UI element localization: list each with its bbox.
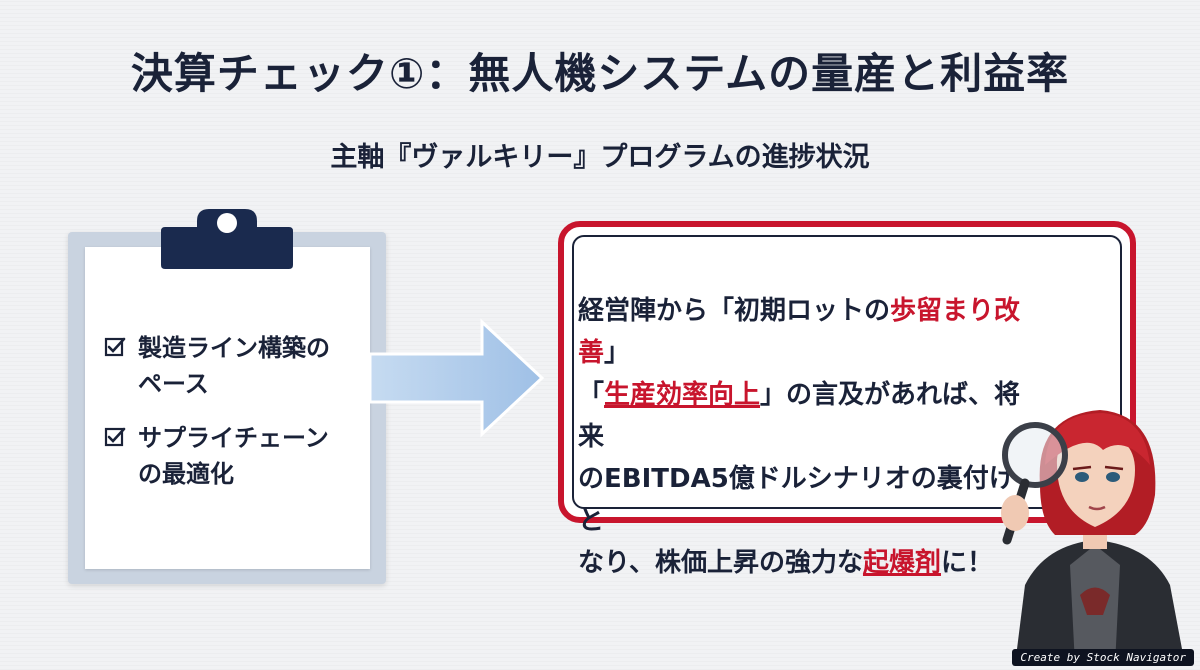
credit-badge: Create by Stock Navigator [1012,649,1194,666]
checkbox-checked-icon [104,427,126,447]
clipboard [68,232,386,584]
callout-text-segment: に！ [940,548,993,578]
clipboard-paper [85,247,370,569]
checklist-item: 製造ライン構築の ペース [104,330,374,402]
right-arrow-icon [370,318,545,438]
callout-line: なり、株価上昇の強力な起爆剤に！ [578,542,1028,584]
slide-subtitle: 主軸『ヴァルキリー』プログラムの進捗状況 [330,142,870,173]
callout-text-segment: 「 [578,380,605,410]
callout-line: 「生産効率向上」の言及があれば、将来 [578,374,1028,458]
callout-text-segment: 」の言及があれば、将来 [578,380,1021,452]
callout-highlight: 歩留まり改善 [578,296,1021,368]
checklist: 製造ライン構築の ペース サプライチェーン の最適化 [104,330,374,510]
callout-highlight: 起爆剤 [862,548,941,578]
slide-title: 決算チェック①：無人機システムの量産と利益率 [130,49,1070,98]
callout-line: のEBITDA5億ドルシナリオの裏付けと [578,464,1015,536]
checklist-item-text: サプライチェーン の最適化 [138,420,329,492]
checkbox-checked-icon [104,337,126,357]
checklist-item-line: 製造ライン構築の [138,334,330,362]
checklist-item-line: ペース [138,370,209,398]
checklist-item-text: 製造ライン構築の ペース [138,330,330,402]
callout-text-segment: なり、株価上昇の強力な [578,548,863,578]
investigator-character-illustration [1001,410,1185,665]
callout-text-segment: 」 [604,338,631,368]
checklist-item-line: の最適化 [138,460,234,488]
checklist-item-line: サプライチェーン [138,424,329,452]
checklist-item: サプライチェーン の最適化 [104,420,374,492]
clipboard-clip-icon [161,209,293,269]
callout-line: 経営陣から「初期ロットの歩留まり改善」 [578,290,1028,374]
callout-text-segment: 経営陣から「初期ロットの [578,296,891,326]
callout-highlight: 生産効率向上 [604,380,761,410]
callout-text: 経営陣から「初期ロットの歩留まり改善」 「生産効率向上」の言及があれば、将来 の… [578,290,1028,584]
callout-inner-border [572,235,1122,509]
